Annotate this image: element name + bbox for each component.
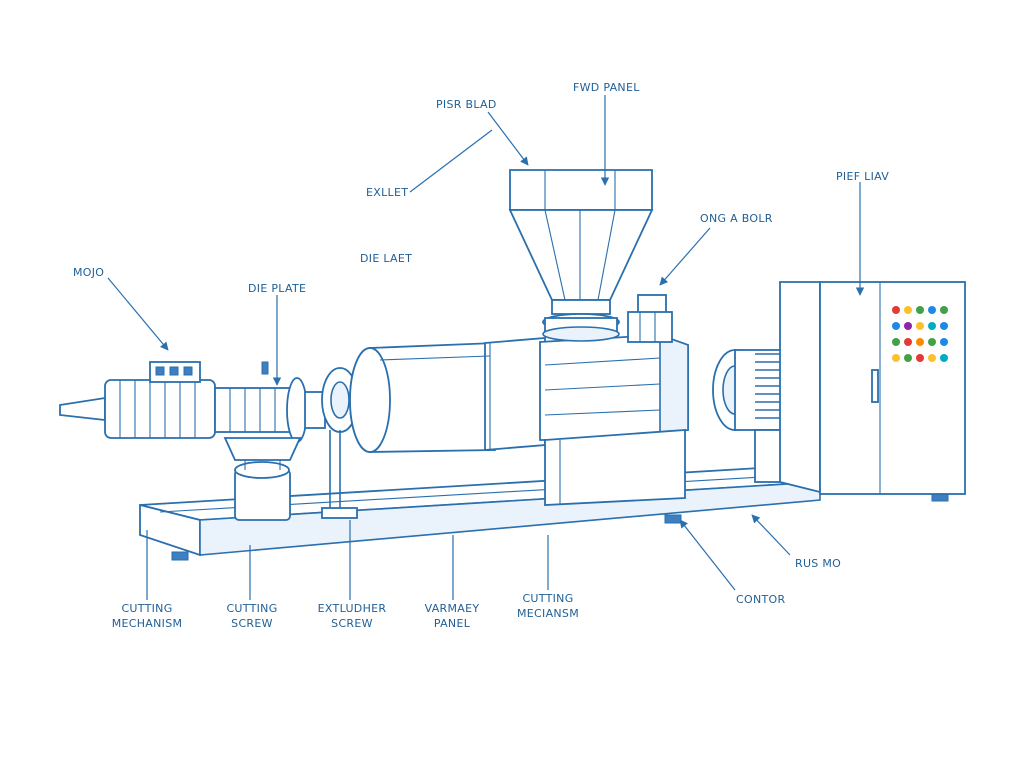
label-extruder-screw-line2: SCREW bbox=[331, 617, 373, 630]
label-fwd-panel: FWD PANEL bbox=[573, 81, 640, 94]
die-plate-body bbox=[214, 387, 296, 433]
die-plate-flange bbox=[286, 377, 308, 443]
gearbox-lower bbox=[544, 429, 686, 506]
label-cutting-mechansm-line1: CUTTING bbox=[522, 592, 573, 605]
label-pisr-blad: PISR BLAD bbox=[436, 98, 497, 111]
label-cutting-screw-line1: CUTTING bbox=[226, 602, 277, 615]
label-extruder-screw-line1: EXTLUDHER bbox=[318, 602, 387, 615]
extruder-barrel bbox=[349, 337, 546, 453]
label-mojo: MOJO bbox=[73, 266, 104, 279]
cabinet-handle bbox=[871, 369, 879, 403]
feed-hopper bbox=[508, 169, 654, 342]
label-cutting-mechanism-line2: MECHANISM bbox=[112, 617, 183, 630]
label-varmaey-panel-line2: PANEL bbox=[434, 617, 471, 630]
label-cutting-screw-line2: SCREW bbox=[231, 617, 273, 630]
leader-lines bbox=[107, 95, 865, 600]
label-varmaey-panel-line1: VARMAEY bbox=[425, 602, 480, 615]
nozzle-tip bbox=[59, 396, 106, 422]
base-foot bbox=[664, 514, 682, 524]
label-cutting-mechanism-line1: CUTTING bbox=[121, 602, 172, 615]
label-contor: CONTOR bbox=[736, 593, 785, 606]
label-pief-liav: PIEF LIAV bbox=[836, 170, 889, 183]
base-foot bbox=[171, 551, 189, 561]
coupling-assembly bbox=[304, 367, 359, 519]
cutter-housing bbox=[104, 379, 216, 439]
gearbox-housing bbox=[539, 333, 689, 506]
cutter-head-assembly bbox=[59, 361, 308, 521]
diagram-labels: FWD PANEL PISR BLAD EXLLET DIE LAET MOJO… bbox=[73, 81, 889, 630]
hopper-funnel bbox=[508, 209, 654, 301]
label-exllet: EXLLET bbox=[366, 186, 408, 199]
label-die-plate: DIE PLATE bbox=[248, 282, 306, 295]
side-valve bbox=[627, 294, 673, 343]
label-ong-a-bolr: ONG A BOLR bbox=[700, 212, 773, 225]
label-die-laet: DIE LAET bbox=[360, 252, 412, 265]
hopper-top bbox=[509, 169, 653, 211]
label-rus-mo: RUS MO bbox=[795, 557, 841, 570]
control-cabinet bbox=[779, 281, 966, 495]
indicator-lights bbox=[892, 306, 948, 362]
die-support bbox=[223, 437, 302, 461]
label-cutting-mechansm-line2: MECIANSM bbox=[517, 607, 579, 620]
hopper-neck bbox=[551, 299, 611, 315]
